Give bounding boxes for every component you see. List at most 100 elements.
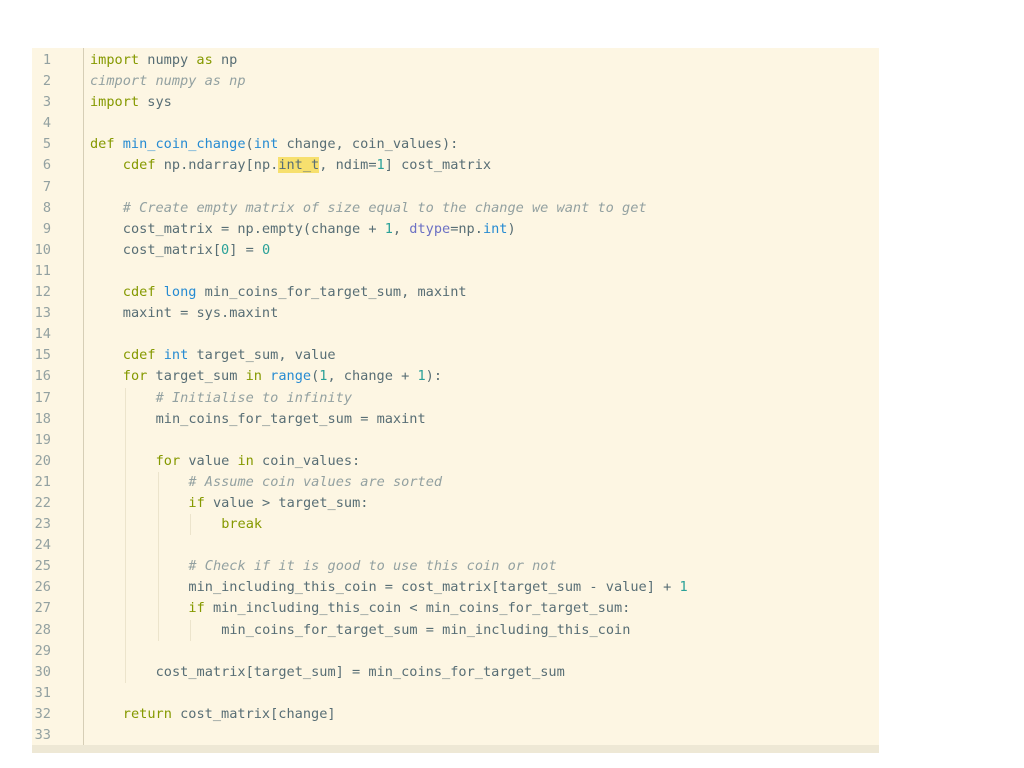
horizontal-scrollbar[interactable] bbox=[32, 745, 879, 753]
code-token: # Initialise to infinity bbox=[155, 389, 353, 406]
code-line[interactable]: 1 import numpy as np bbox=[32, 50, 879, 71]
code-line[interactable]: 24 bbox=[32, 535, 879, 557]
code-token: min_including_this_coin = cost_matrix[ta… bbox=[188, 579, 680, 596]
code-token: coin_values: bbox=[253, 452, 361, 469]
code-line[interactable]: 7 bbox=[32, 177, 879, 198]
code-line[interactable]: 4 bbox=[32, 113, 879, 134]
code-token bbox=[115, 136, 123, 152]
indent-guide bbox=[157, 598, 159, 620]
indent-guide bbox=[124, 556, 126, 578]
code-token: cdef bbox=[122, 284, 156, 301]
code-token: value > target_sum: bbox=[204, 494, 369, 511]
code-text: # Check if it is good to use this coin o… bbox=[188, 556, 556, 577]
code-line[interactable]: 25 # Check if it is good to use this coin… bbox=[32, 556, 879, 578]
code-token: 1 bbox=[679, 579, 688, 596]
code-token: # Check if it is good to use this coin o… bbox=[188, 558, 557, 575]
line-number: 22 bbox=[34, 494, 51, 511]
code-text: cost_matrix = np.empty(change + 1, dtype… bbox=[123, 219, 516, 240]
code-token: target_sum bbox=[147, 368, 246, 385]
code-text: maxint = sys.maxint bbox=[123, 303, 279, 324]
line-number: 30 bbox=[34, 663, 51, 680]
code-token: , change + bbox=[327, 368, 418, 385]
code-line[interactable]: 17# Initialise to infinity bbox=[32, 387, 879, 409]
code-token: 0 bbox=[261, 241, 271, 258]
code-token: for bbox=[155, 452, 181, 469]
code-token: dtype bbox=[409, 220, 451, 237]
code-line[interactable]: 21# Assume coin values are sorted bbox=[32, 471, 879, 493]
code-line[interactable]: 11 bbox=[32, 261, 879, 282]
line-number: 11 bbox=[34, 262, 51, 279]
code-text: cdef np.ndarray[np.int_t, ndim=1] cost_m… bbox=[123, 155, 491, 176]
code-token: if bbox=[188, 494, 205, 511]
code-text: import numpy as np bbox=[90, 50, 237, 71]
code-token: change, coin_values): bbox=[278, 136, 459, 153]
indent-guide bbox=[190, 514, 192, 536]
search-highlight: int_t bbox=[278, 157, 320, 174]
indent-guide bbox=[124, 387, 126, 409]
code-line[interactable]: 14 bbox=[32, 324, 879, 345]
code-line[interactable]: 31 bbox=[32, 683, 879, 704]
line-number: 10 bbox=[34, 241, 51, 258]
code-token: in bbox=[237, 452, 254, 469]
line-number: 6 bbox=[42, 157, 51, 174]
indent-guide bbox=[124, 450, 126, 472]
line-number: 16 bbox=[34, 368, 51, 385]
code-token: int bbox=[253, 136, 279, 153]
line-number: 24 bbox=[34, 537, 51, 554]
code-line[interactable]: 8# Create empty matrix of size equal to … bbox=[32, 198, 879, 219]
code-line[interactable]: 12 cdef long min_coins_for_target_sum, ma… bbox=[32, 282, 879, 303]
code-line[interactable]: 19 bbox=[32, 429, 879, 451]
code-token: min_including_this_coin < min_coins_for_… bbox=[204, 600, 631, 617]
line-number: 1 bbox=[42, 52, 51, 68]
code-text: cdef long min_coins_for_target_sum, maxi… bbox=[123, 282, 467, 303]
indent-guide bbox=[124, 492, 126, 515]
line-number-gutter bbox=[32, 48, 84, 745]
line-number: 32 bbox=[34, 705, 51, 722]
line-number: 14 bbox=[34, 326, 51, 343]
code-token: 1 bbox=[319, 368, 328, 385]
line-number: 25 bbox=[34, 558, 51, 575]
code-line[interactable]: 33 bbox=[32, 725, 879, 746]
code-text: import sys bbox=[90, 92, 172, 113]
code-token: ( bbox=[311, 368, 320, 385]
code-line[interactable]: 6 cdef np.ndarray[np.int_t, ndim=1] cost_… bbox=[32, 155, 879, 176]
code-line[interactable]: 9 cost_matrix = np.empty(change + 1, dtyp… bbox=[32, 219, 879, 240]
code-token: maxint = sys.maxint bbox=[122, 305, 279, 322]
code-line[interactable]: 22 if value > target_sum: bbox=[32, 492, 879, 515]
code-token: cost_matrix[change] bbox=[171, 705, 336, 722]
line-number: 28 bbox=[34, 621, 51, 638]
code-text: cimport numpy as np bbox=[90, 71, 246, 92]
code-token: cimport numpy as np bbox=[90, 73, 246, 90]
code-text: # Create empty matrix of size equal to t… bbox=[123, 198, 647, 219]
code-text: if value > target_sum: bbox=[188, 493, 368, 514]
code-line[interactable]: 29 bbox=[32, 640, 879, 662]
code-token: int bbox=[163, 347, 189, 364]
code-token: long bbox=[163, 284, 197, 301]
code-token: ) bbox=[507, 220, 516, 237]
code-token: cdef bbox=[122, 347, 156, 364]
indent-guide bbox=[124, 619, 126, 641]
code-token: # Create empty matrix of size equal to t… bbox=[122, 199, 647, 216]
line-number: 12 bbox=[34, 284, 51, 301]
code-token: if bbox=[188, 600, 205, 617]
line-number: 20 bbox=[34, 452, 51, 469]
code-token: cdef bbox=[122, 157, 156, 174]
line-number: 9 bbox=[42, 220, 51, 237]
